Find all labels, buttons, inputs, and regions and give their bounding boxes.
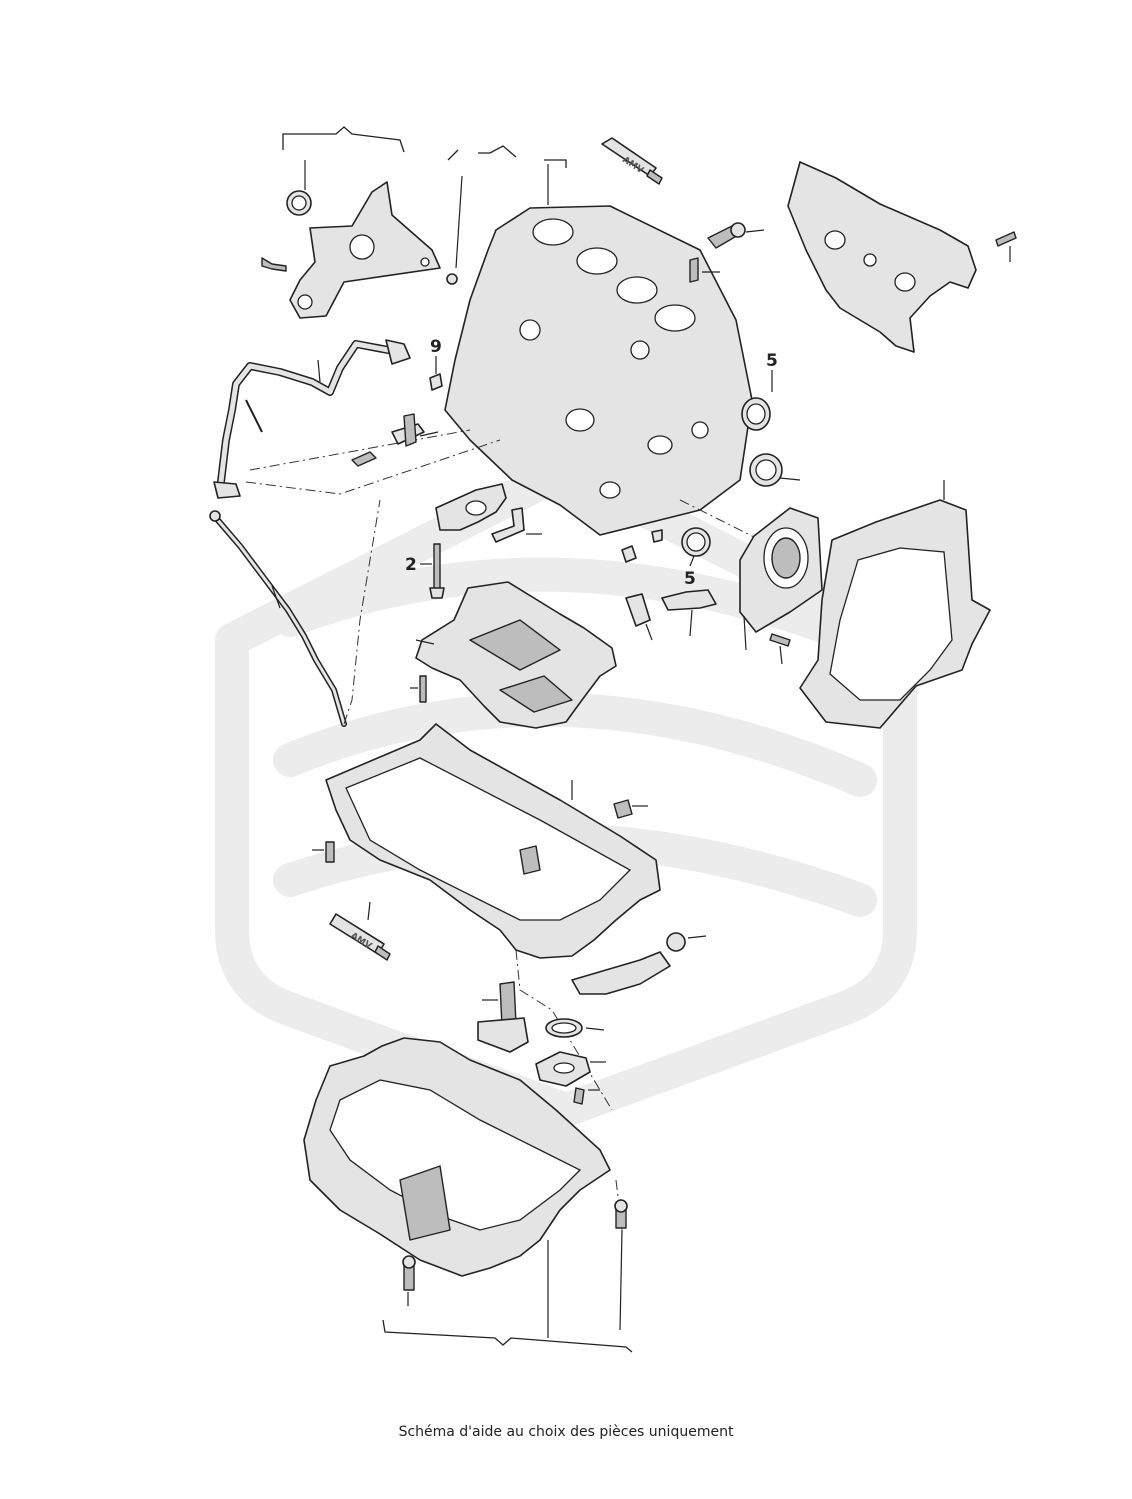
- leader-line: [689, 609, 693, 637]
- centre-line: [249, 429, 471, 471]
- callout-5-lower: 5: [684, 569, 696, 589]
- diagram-caption: Schéma d'aide au choix des pièces unique…: [398, 1424, 734, 1440]
- callout-2: 2: [405, 555, 417, 575]
- seal-ring-upper: [741, 397, 771, 431]
- leader-line: [689, 555, 695, 567]
- leader-line: [585, 1027, 605, 1031]
- leader-line: [645, 623, 653, 641]
- drain-plug: [613, 799, 633, 819]
- heat-shield: [787, 161, 977, 353]
- oil-spray-jet: [491, 507, 525, 543]
- dowel-pin: [446, 273, 458, 285]
- bolt-baffle: [419, 675, 427, 703]
- oil-seal-ring-top: [286, 190, 312, 216]
- group-bracket-top-middle: [447, 145, 567, 168]
- leader-line: [419, 431, 439, 437]
- leader-line: [687, 935, 707, 939]
- stretch-bolt: [429, 543, 445, 599]
- seal-ring-middle: [749, 453, 783, 487]
- leader-line: [415, 639, 435, 645]
- bolt-heat-shield: [995, 231, 1017, 247]
- leader-line: [317, 359, 321, 383]
- main-bearing-cap: [435, 483, 507, 531]
- group-bracket-bottom: [382, 1319, 633, 1353]
- sleeve-small: [621, 545, 637, 563]
- bolt-pickup: [573, 1087, 585, 1105]
- bolt-upper-pan: [325, 841, 335, 863]
- leader-line: [619, 1229, 623, 1331]
- exploded-parts-diagram: AMV: [209, 126, 1017, 1353]
- o-ring: [545, 1018, 583, 1038]
- sleeve-small: [651, 529, 663, 543]
- leader-line: [745, 229, 765, 233]
- upper-oil-pan: [325, 723, 661, 959]
- level-sensor-bracket: [571, 932, 686, 995]
- clip-bolt-right: [614, 1199, 628, 1229]
- centre-line: [245, 439, 501, 495]
- leader-line: [779, 645, 783, 665]
- group-bracket-top-left: [282, 126, 405, 153]
- callout-9: 9: [430, 337, 442, 357]
- clip-bolt-left: [402, 1255, 416, 1291]
- callout-5-upper: 5: [766, 351, 778, 371]
- leader-line: [455, 175, 463, 269]
- engine-front-cover: [289, 181, 441, 319]
- oil-pressure-switch: [391, 413, 425, 447]
- dowel-sleeve-9: [429, 373, 443, 391]
- bolt-left: [351, 451, 377, 467]
- seal-ring-lower: [681, 527, 711, 557]
- oil-baffle-plate: [415, 581, 617, 729]
- cylinder-block: [444, 205, 753, 536]
- oil-return-pipe: [213, 339, 411, 499]
- flange-gasket: [799, 499, 991, 729]
- leader-line: [743, 615, 747, 651]
- oil-pump-pickup: [477, 981, 529, 1053]
- guide-sleeve: [689, 257, 699, 283]
- leader-line: [779, 477, 801, 481]
- sealant-tube-top: AMV: [601, 137, 663, 185]
- oil-dipstick: [209, 510, 347, 727]
- leader-line: [367, 901, 371, 921]
- bolt-front-cover: [261, 257, 287, 272]
- hollow-bolt: [707, 222, 746, 249]
- crank-sensor: [625, 589, 717, 627]
- bolt-flange: [769, 633, 791, 647]
- sealant-tube-lower: AMV: [329, 913, 391, 961]
- pickup-flange: [535, 1051, 591, 1087]
- centre-line: [343, 499, 381, 725]
- lower-oil-pan: [303, 1037, 611, 1277]
- rear-seal-flange: [739, 507, 823, 633]
- leader-line: [271, 585, 281, 609]
- centre-line: [515, 949, 613, 1111]
- centre-line: [679, 499, 761, 541]
